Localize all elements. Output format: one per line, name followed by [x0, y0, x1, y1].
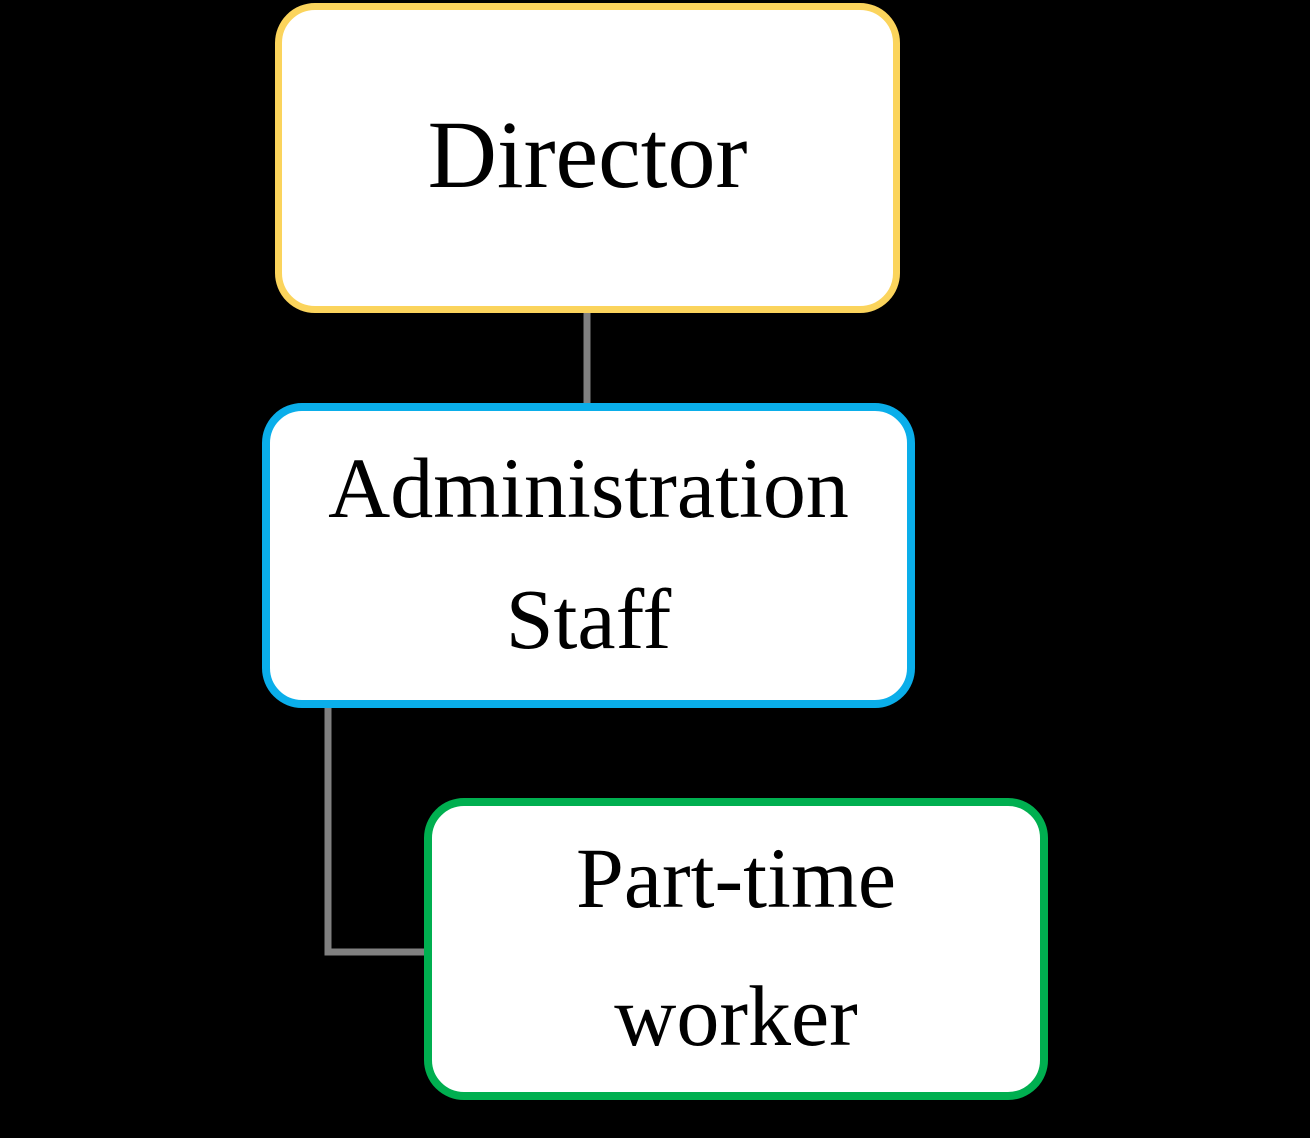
node-administration-staff-label: Administration Staff — [328, 439, 849, 667]
node-director-label: Director — [427, 100, 748, 208]
node-part-time-worker[interactable]: Part-time worker — [424, 798, 1048, 1100]
node-administration-staff[interactable]: Administration Staff — [262, 403, 915, 708]
connector-administration-staff-to-part-time-worker — [324, 705, 427, 956]
node-director[interactable]: Director — [275, 3, 900, 313]
node-part-time-worker-label: Part-time worker — [575, 830, 897, 1064]
